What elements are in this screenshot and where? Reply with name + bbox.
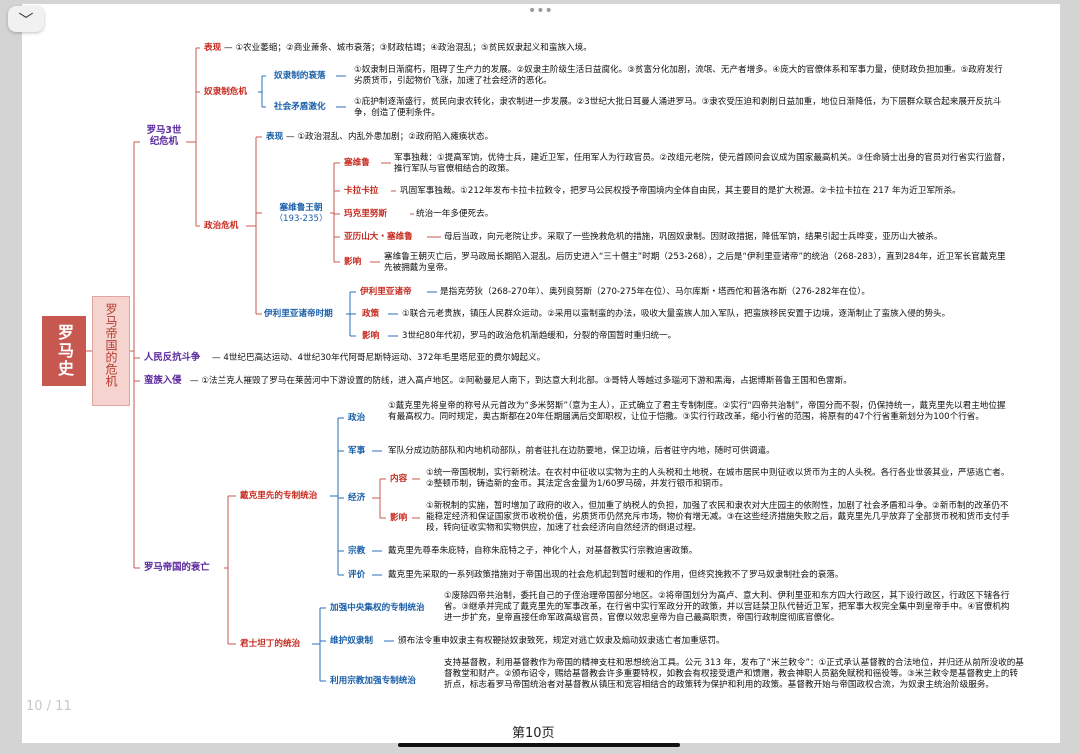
- node-dio-economy: 经济: [348, 493, 366, 503]
- node-people-resistance: 人民反抗斗争: [144, 352, 201, 363]
- node-macrinus: 玛克里努斯: [344, 209, 387, 219]
- node-dio-religion: 宗教: [348, 546, 366, 556]
- node-illyrian-impact: 影响: [362, 331, 380, 341]
- text-const-centralization: ①废除四帝共治制，委托自己的子侄治理帝国部分地区。②将帝国划分为高卢、意大利、伊…: [444, 591, 1010, 623]
- node-caracalla: 卡拉卡拉: [344, 186, 379, 196]
- chevron-down-icon: ﹀: [18, 10, 34, 29]
- text-barbarian-invasion: — ①法兰克人摧毁了罗马在莱茵河中下游设置的防线，进入高卢地区。②阿勒曼尼人南下…: [190, 376, 852, 386]
- text-illyrian-policy: ①联合元老贵族，镇压人民群众运动。②采用以蛮制蛮的办法，吸收大量蛮族人加入军队，…: [402, 309, 951, 319]
- node-empire-decline: 罗马帝国的衰亡: [144, 562, 210, 573]
- text-politics-biaoxian: — ①政治混乱、内乱外患加剧；②政府陷入瘫痪状态。: [286, 132, 494, 142]
- node-barbarian-invasion: 蛮族入侵: [144, 375, 182, 386]
- node-diocletian-rule: 戴克里先的专制统治: [240, 491, 318, 501]
- home-indicator[interactable]: [398, 743, 680, 747]
- node-illyrian-policy: 政策: [362, 309, 380, 319]
- node-illyrian-emperors: 伊利里亚诸帝: [360, 287, 412, 297]
- text-people-resistance: — 4世纪巴高达运动、4世纪30年代阿哥尼斯特运动、372年毛里塔尼亚的费尔姆起…: [212, 353, 546, 363]
- node-const-religion: 利用宗教加强专制统治: [330, 676, 416, 686]
- text-macrinus: 统治一年多便死去。: [416, 209, 494, 219]
- node-illyrian-period: 伊利里亚诸帝时期: [264, 309, 333, 319]
- node-severan-impact: 影响: [344, 257, 362, 267]
- node-third-century-crisis: 罗马3世纪危机: [146, 125, 182, 147]
- text-caracalla: 巩固军事独裁。①212年发布卡拉卡拉敕令，把罗马公民权授予帝国境内全体自由民，其…: [400, 186, 961, 196]
- node-severan-dynasty: 塞维鲁王朝: [279, 203, 323, 213]
- text-dio-military: 军队分成边防部队和内地机动部队，前者驻扎在边防要地，保卫边境，后者驻守内地，随时…: [388, 446, 775, 456]
- node-dio-evaluation: 评价: [348, 570, 366, 580]
- node-const-centralization: 加强中央集权的专制统治: [330, 603, 425, 613]
- node-slave-decline: 奴隶制的衰落: [274, 71, 326, 81]
- text-const-slavery: 颁布法令重申奴隶主有权鞭挞奴隶致死，规定对逃亡奴隶及煽动奴隶逃亡者加重惩罚。: [398, 636, 725, 646]
- node-slave-crisis: 奴隶制危机: [204, 87, 247, 97]
- text-severan-impact: 塞维鲁王朝灭亡后，罗马政局长期陷入混乱。后历史进入“三十僭主”时期（253-26…: [384, 252, 1006, 273]
- crisis-node: 罗马帝国的危机: [92, 296, 130, 406]
- text-dio-religion: 戴克里先尊奉朱庇特，自称朱庇特之子，神化个人，对基督教实行宗教迫害政策。: [388, 546, 698, 556]
- node-constantine-rule: 君士坦丁的统治: [240, 639, 301, 649]
- node-b1-biaoxian: 表现: [204, 43, 222, 53]
- text-slave-decline: ①奴隶制日渐腐朽，阻碍了生产力的发展。②奴隶主阶级生活日益腐化。③贫富分化加剧，…: [354, 65, 1003, 86]
- page-counter: 10 / 11: [26, 699, 72, 714]
- text-illyrian-impact: 3世纪80年代初，罗马的政治危机渐趋缓和，分裂的帝国暂时重归统一。: [402, 331, 677, 341]
- node-severus: 塞维鲁: [344, 158, 370, 168]
- node-dio-econ-impact: 影响: [390, 513, 408, 523]
- text-alexander-severus: 母后当政，向元老院让步。采取了一些挽救危机的措施，巩固奴隶制。因财政措据，降低军…: [444, 232, 943, 242]
- root-node: 罗马史: [42, 316, 86, 386]
- node-political-crisis: 政治危机: [204, 221, 239, 231]
- text-illyrian-emperors: 是指克劳狄（268-270年）、奥列良努斯（270-275年在位）、马尔库斯・塔…: [440, 287, 870, 297]
- document-page: [22, 4, 1060, 743]
- page-label: 第10页: [512, 726, 555, 741]
- node-politics-biaoxian: 表现: [266, 132, 284, 142]
- text-dio-econ-impact: ①新税制的实施，暂时增加了政府的收入，但加重了纳税人的负担，加强了农民和隶农对大…: [426, 501, 1010, 533]
- text-dio-econ-content: ①统一帝国税制，实行新税法。在农村中征收以实物为主的人头税和土地税，在城市居民中…: [426, 468, 1010, 489]
- node-alexander-severus: 亚历山大・塞维鲁: [344, 232, 413, 242]
- text-b1-biaoxian: — ①农业萎缩；②商业萧条、城市衰落；③财政枯竭；④政治混乱；⑤贫民奴隶起义和蛮…: [224, 43, 592, 53]
- text-dio-evaluation: 戴克里先采取的一系列政策措施对于帝国出现的社会危机起到暂时缓和的作用，但终究挽救…: [388, 570, 844, 580]
- collapse-button[interactable]: ﹀: [8, 6, 44, 32]
- node-dio-politics: 政治: [348, 413, 366, 423]
- more-options-icon[interactable]: •••: [528, 3, 553, 19]
- text-severan-years: （193-235）: [274, 214, 328, 224]
- text-dio-politics: ①戴克里先将皇帝的称号从元首改为“多米努斯”（意为主人），正式确立了君主专制制度…: [388, 401, 1006, 422]
- node-dio-econ-content: 内容: [390, 474, 408, 484]
- node-social-conflict: 社会矛盾激化: [274, 102, 326, 112]
- text-social-conflict: ①庇护制逐渐盛行，贫民向隶农转化，隶农制进一步发展。②3世纪大批日耳曼人涌进罗马…: [354, 97, 1002, 118]
- text-severus: 军事独裁：①提高军饷，优待士兵，建近卫军，任用军人为行政官员。②改组元老院，使元…: [394, 153, 1011, 174]
- node-const-slavery: 维护奴隶制: [330, 636, 373, 646]
- node-dio-military: 军事: [348, 446, 366, 456]
- text-const-religion: 支持基督教，利用基督教作为帝国的精神支柱和思想统治工具。公元 313 年，发布了…: [444, 658, 1024, 690]
